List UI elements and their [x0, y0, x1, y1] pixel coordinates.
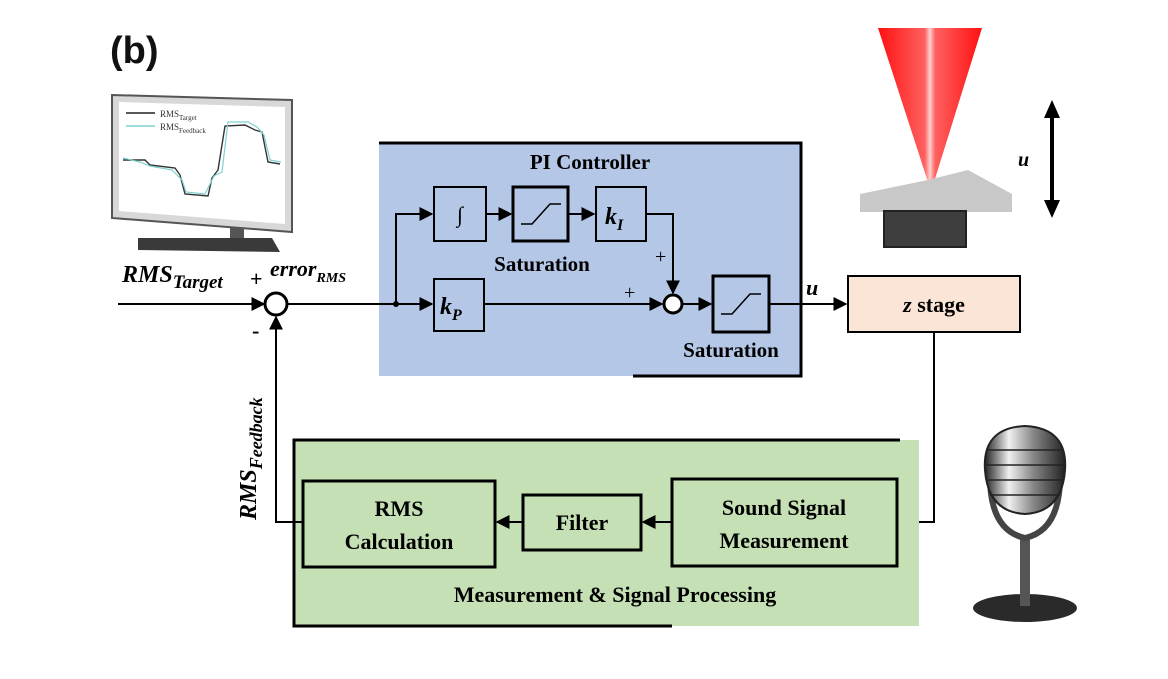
legend-target-text: RMSTarget — [160, 109, 197, 122]
stage-actuator — [883, 210, 967, 248]
legend-feedback-text: RMSFeedback — [160, 122, 206, 135]
z-stage-label: z stage — [902, 292, 965, 317]
u-output-label: u — [806, 275, 818, 300]
u-arrow-up — [1044, 100, 1060, 118]
integrator-symbol: ∫ — [455, 202, 465, 228]
mic-head — [983, 424, 1067, 516]
monitor-feedback-curve — [122, 121, 282, 195]
laser-beam — [878, 28, 982, 182]
rms-calc-line2: Calculation — [345, 529, 454, 554]
measurement-block: RMS Calculation Filter Sound Signal Meas… — [292, 438, 919, 628]
sample-stage-top — [860, 170, 1012, 212]
saturation-label-2: Saturation — [683, 338, 779, 362]
mic-base — [973, 594, 1077, 622]
filter-block — [521, 493, 643, 552]
rms-calculation-block — [301, 479, 497, 569]
plus-sign-left: + — [624, 282, 635, 304]
rms-calc-line1: RMS — [375, 496, 424, 521]
pi-controller-border — [379, 141, 803, 378]
pi-controller-background — [379, 143, 801, 376]
output-section: u z stage — [769, 275, 1021, 529]
monitor-screen — [119, 102, 285, 224]
ki-label: kI — [605, 204, 624, 234]
plus-sign-top: + — [655, 246, 666, 268]
measurement-title: Measurement & Signal Processing — [454, 582, 776, 607]
microphone-illustration — [973, 424, 1077, 622]
input-section: RMSTarget + errorRMS - RMSFeedback — [118, 256, 396, 521]
kp-label: kP — [440, 294, 462, 324]
rms-target-label: RMSTarget — [121, 262, 223, 293]
kp-block — [433, 278, 485, 332]
pi-controller-title: PI Controller — [530, 150, 650, 174]
pi-controller-block: PI Controller ∫ Saturation kI kP + + Sat… — [379, 141, 803, 378]
minus-sign: - — [252, 318, 259, 343]
panel-label: (b) — [110, 30, 159, 72]
sound-line1: Sound Signal — [722, 495, 846, 520]
monitor-illustration: RMSTarget RMSFeedback — [111, 93, 293, 252]
u-stage-label: u — [1018, 149, 1029, 171]
saturation-label-1: Saturation — [494, 252, 590, 276]
plus-sign-input: + — [250, 266, 263, 291]
error-rms-label: errorRMS — [270, 256, 346, 286]
measurement-border — [292, 438, 900, 628]
sound-measurement-block — [670, 477, 899, 568]
wire-ki-to-sum — [646, 213, 680, 295]
laser-stage-illustration: u — [860, 28, 1060, 248]
pi-summing-junction — [662, 293, 684, 315]
rms-feedback-label: RMSFeedback — [236, 397, 266, 521]
mic-stand — [1020, 536, 1030, 606]
wire-to-integrator — [395, 207, 434, 304]
saturation-curve-1 — [521, 203, 561, 225]
main-summing-junction — [263, 291, 289, 317]
z-stage-block — [847, 275, 1021, 333]
feedback-line — [269, 315, 303, 523]
mic-yoke — [986, 469, 1064, 542]
monitor-target-curve — [123, 124, 281, 197]
saturation-curve-2 — [721, 293, 761, 315]
sound-line2: Measurement — [719, 528, 849, 553]
integrator-block — [433, 186, 487, 242]
monitor-base — [138, 238, 280, 252]
filter-label: Filter — [556, 510, 609, 535]
u-arrow-down — [1044, 200, 1060, 218]
